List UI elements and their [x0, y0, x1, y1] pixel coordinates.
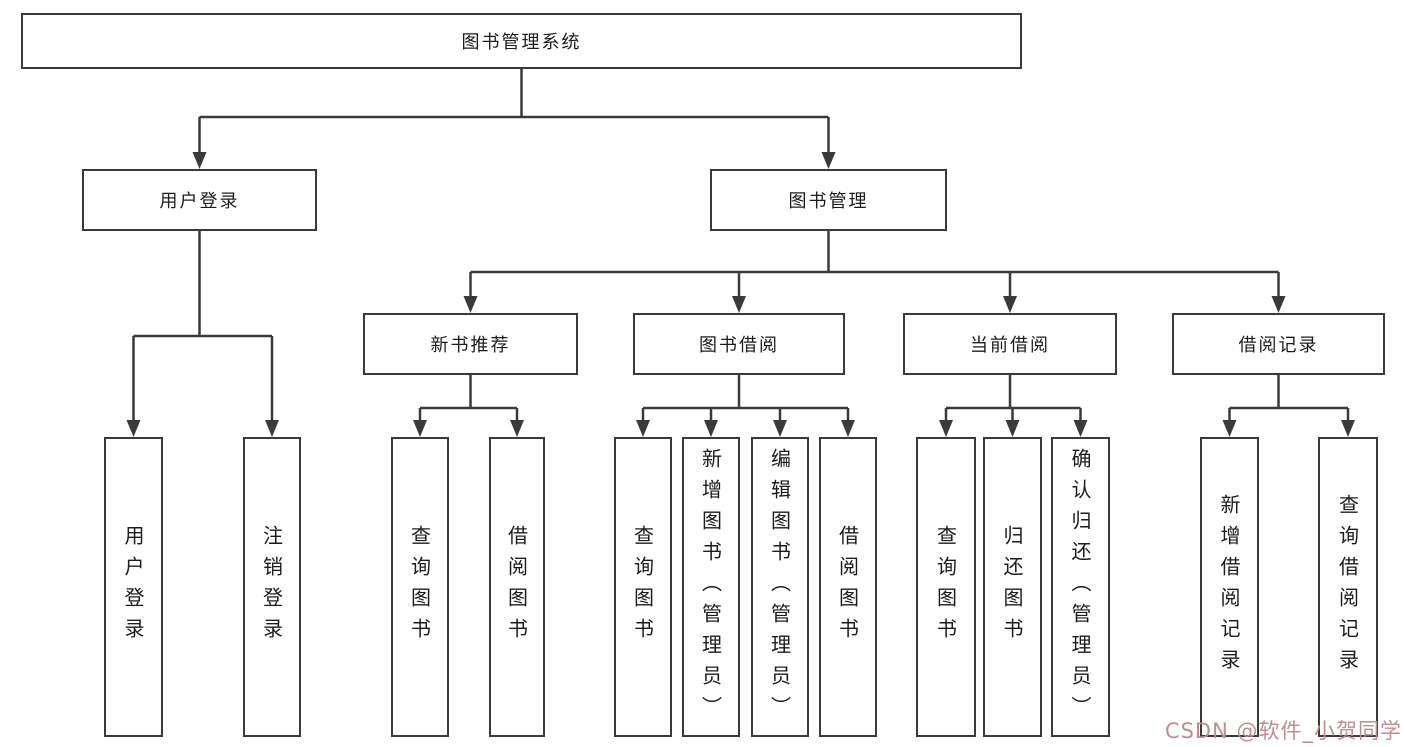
- leaf-query-books-2-label: 查询图书: [630, 525, 655, 649]
- node-book-borrow: 图书借阅: [633, 313, 845, 375]
- node-current-borrow: 当前借阅: [903, 313, 1117, 375]
- leaf-confirm-return-admin-label: 确认归还（管理员）: [1068, 447, 1092, 727]
- leaf-query-borrow-record: 查询借阅记录: [1318, 437, 1378, 737]
- leaf-logout: 注销登录: [243, 437, 301, 737]
- node-new-book-recommend: 新书推荐: [363, 313, 578, 375]
- node-new-book-recommend-label: 新书推荐: [430, 335, 511, 356]
- leaf-return-books: 归还图书: [983, 437, 1042, 737]
- leaf-add-borrow-record: 新增借阅记录: [1200, 437, 1259, 737]
- node-current-borrow-label: 当前借阅: [970, 335, 1050, 356]
- node-book-borrow-label: 图书借阅: [699, 335, 779, 356]
- leaf-logout-label: 注销登录: [259, 525, 284, 649]
- node-borrow-records: 借阅记录: [1172, 313, 1385, 375]
- csdn-watermark: CSDN @软件_小贺同学: [1164, 719, 1402, 743]
- leaf-user-login-label: 用户登录: [121, 525, 145, 649]
- leaf-add-borrow-record-label: 新增借阅记录: [1217, 494, 1241, 680]
- node-root-label: 图书管理系统: [461, 32, 582, 53]
- node-user-login-label: 用户登录: [159, 191, 240, 212]
- leaf-edit-books-admin: 编辑图书（管理员）: [751, 437, 809, 737]
- node-root: 图书管理系统: [21, 13, 1022, 69]
- node-borrow-records-label: 借阅记录: [1238, 335, 1319, 356]
- leaf-add-books-admin-label: 新增图书（管理员）: [698, 447, 723, 727]
- leaf-edit-books-admin-label: 编辑图书（管理员）: [767, 447, 792, 727]
- leaf-query-books-2: 查询图书: [614, 437, 672, 737]
- leaf-borrow-books-2: 借阅图书: [819, 437, 877, 737]
- leaf-return-books-label: 归还图书: [1000, 525, 1024, 649]
- leaf-query-books-1: 查询图书: [391, 437, 449, 737]
- leaf-query-books-1-label: 查询图书: [407, 525, 432, 649]
- leaf-borrow-books-2-label: 借阅图书: [835, 525, 860, 649]
- leaf-borrow-books-1: 借阅图书: [489, 437, 545, 737]
- leaf-confirm-return-admin: 确认归还（管理员）: [1051, 437, 1110, 737]
- leaf-query-books-3: 查询图书: [916, 437, 976, 737]
- node-user-login: 用户登录: [82, 169, 317, 231]
- leaf-borrow-books-1-label: 借阅图书: [504, 525, 529, 649]
- leaf-add-books-admin: 新增图书（管理员）: [682, 437, 740, 737]
- leaf-query-books-3-label: 查询图书: [933, 525, 958, 649]
- leaf-query-borrow-record-label: 查询借阅记录: [1335, 494, 1360, 680]
- node-book-management-label: 图书管理: [788, 191, 869, 212]
- leaf-user-login: 用户登录: [104, 437, 163, 737]
- node-book-management: 图书管理: [710, 169, 947, 231]
